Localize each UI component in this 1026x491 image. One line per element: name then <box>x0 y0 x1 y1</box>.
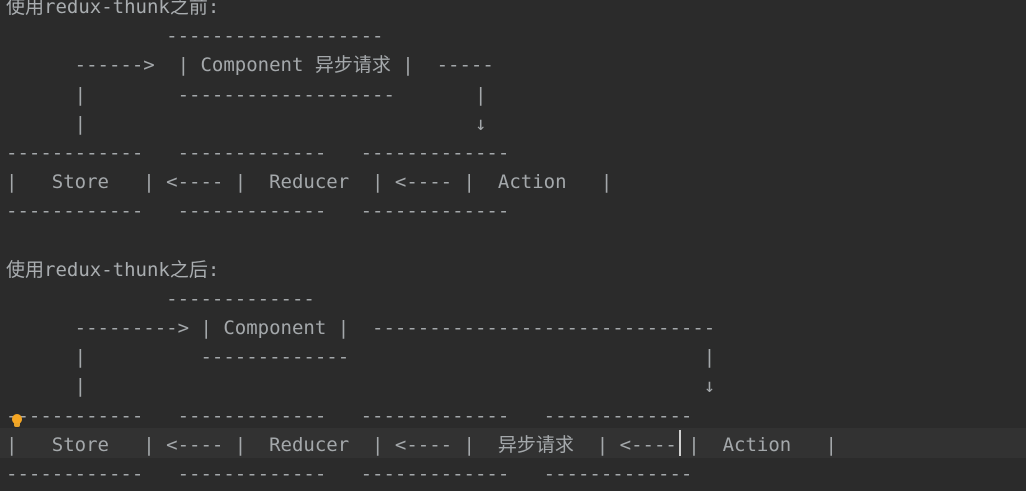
heading-before: 使用redux-thunk之前: <box>6 0 220 18</box>
art2-line-1: ------------- <box>6 287 315 310</box>
lightbulb-intention-icon[interactable] <box>10 414 24 432</box>
art-line-2-component: ------> | Component 异步请求 | ----- <box>6 54 494 77</box>
art2-line-2-component: ---------> | Component | ---------------… <box>6 317 716 340</box>
art-line-5-box-top: ------------ ------------- ------------- <box>6 141 510 164</box>
text-caret <box>679 430 681 456</box>
art2-line-5-box-top: ------------ ------------- -------------… <box>6 404 693 427</box>
art-line-1: ------------------- <box>6 25 395 48</box>
lightbulb-glass <box>12 414 22 424</box>
art2-line-6-box-body: | Store | <---- | Reducer | <---- | 异步请求… <box>6 433 837 456</box>
art2-line-4-arrow: | ↓ <box>6 375 716 398</box>
current-line-highlight <box>0 428 1026 458</box>
art2-line-7-box-bottom: ------------ ------------- -------------… <box>6 463 693 485</box>
art-line-4-arrow: | ↓ <box>6 112 487 135</box>
art-line-3: | ------------------- | <box>6 83 487 106</box>
heading-after: 使用redux-thunk之后: <box>6 258 220 281</box>
lightbulb-base <box>14 423 20 427</box>
art-line-7-box-bottom: ------------ ------------- ------------- <box>6 200 510 223</box>
art2-line-3: | ------------- | <box>6 346 716 369</box>
art-line-6-box-body: | Store | <---- | Reducer | <---- | Acti… <box>6 171 613 194</box>
blank-line <box>0 227 1026 256</box>
